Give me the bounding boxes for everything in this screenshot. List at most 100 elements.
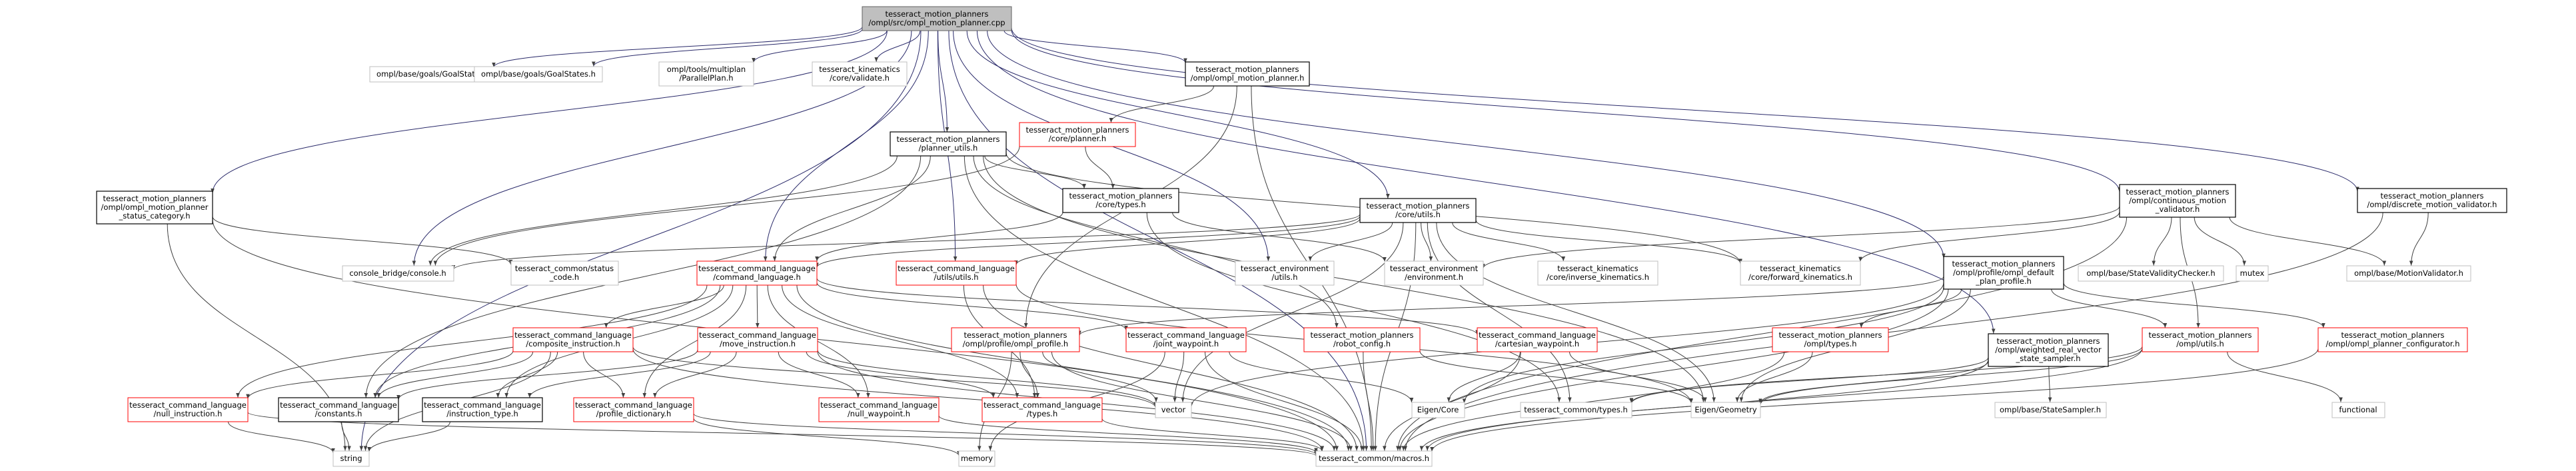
node-box xyxy=(332,450,370,467)
node-composite-instruction[interactable]: tesseract_command_language/composite_ins… xyxy=(512,327,634,352)
node-profile-dictionary[interactable]: tesseract_command_language/profile_dicti… xyxy=(573,397,694,422)
node-cl-utils[interactable]: tesseract_command_language/utils/utils.h xyxy=(896,260,1017,286)
node-cartesian-waypoint[interactable]: tesseract_command_language/cartesian_way… xyxy=(1477,327,1598,352)
node-box xyxy=(2142,327,2259,352)
node-planner-utils[interactable]: tesseract_motion_planners/planner_utils.… xyxy=(890,131,1007,157)
node-box xyxy=(1303,327,1421,352)
node-kin-validate[interactable]: tesseract_kinematics/core/validate.h xyxy=(812,61,908,87)
node-weighted-real-vector[interactable]: tesseract_motion_planners/ompl/weighted_… xyxy=(1988,333,2109,367)
edge-ompl-utils-to-functional xyxy=(2227,351,2343,402)
node-ompl-motion-planner-h[interactable]: tesseract_motion_planners/ompl/ompl_moti… xyxy=(1185,61,1310,87)
node-box xyxy=(818,397,940,422)
node-memory[interactable]: memory xyxy=(958,450,995,467)
node-label-line: tesseract_command_language xyxy=(129,400,247,410)
edge-ompl-utils-to-macros xyxy=(1425,348,2143,451)
node-macros[interactable]: tesseract_common/macros.h xyxy=(1315,450,1433,467)
node-robot-config[interactable]: tesseract_motion_planners/robot_config.h xyxy=(1303,327,1421,352)
node-constants[interactable]: tesseract_command_language/constants.h xyxy=(278,397,399,422)
node-common-types[interactable]: tesseract_common/types.h xyxy=(1520,402,1632,418)
node-label-line: ompl/base/StateValidityChecker.h xyxy=(2086,268,2215,278)
node-box xyxy=(1690,402,1761,418)
node-env-utils[interactable]: tesseract_environment/utils.h xyxy=(1235,260,1335,286)
node-label-line: /joint_waypoint.h xyxy=(1153,339,1219,348)
node-label-line: tesseract_command_language xyxy=(575,400,692,410)
node-label-line: tesseract_motion_planners xyxy=(1069,191,1173,201)
node-parallel-plan[interactable]: ompl/tools/multiplan/ParallelPlan.h xyxy=(658,61,754,87)
node-label-line: /robot_config.h xyxy=(1333,339,1391,348)
node-box xyxy=(1943,256,2064,290)
node-label-line: tesseract_motion_planners xyxy=(1196,65,1299,74)
node-label-line: memory xyxy=(961,454,993,463)
node-eigen-geometry[interactable]: Eigen/Geometry xyxy=(1690,402,1761,418)
node-eigen-core[interactable]: Eigen/Core xyxy=(1411,402,1465,418)
edge-null-instruction-to-macros xyxy=(247,412,1318,456)
edge-ompl-motion-planner-h-to-core-planner xyxy=(1109,85,1215,123)
node-label-line: ompl/base/goals/GoalState.h xyxy=(376,69,487,79)
node-ompl-profile[interactable]: tesseract_motion_planners/ompl/profile/o… xyxy=(951,327,1080,352)
node-label-line: tesseract_motion_planners xyxy=(2381,191,2484,201)
node-ompl-planner-configurator[interactable]: tesseract_motion_planners/ompl/ompl_plan… xyxy=(2317,327,2468,352)
node-continuous-validator[interactable]: tesseract_motion_planners/ompl/continuou… xyxy=(2119,184,2236,218)
node-box xyxy=(2119,184,2236,218)
edge-core-utils-to-eigen-geometry xyxy=(1436,222,1716,402)
node-label-line: /utils.h xyxy=(1272,272,1298,282)
node-state-validity-checker[interactable]: ompl/base/StateValidityChecker.h xyxy=(2078,265,2224,282)
node-label-line: /core/planner.h xyxy=(1049,134,1106,143)
node-ompl-types[interactable]: tesseract_motion_planners/ompl/types.h xyxy=(1772,327,1889,352)
node-goal-state[interactable]: ompl/base/goals/GoalState.h xyxy=(369,66,494,83)
node-label-line: /profile_dictionary.h xyxy=(596,409,672,418)
node-inverse-kinematics[interactable]: tesseract_kinematics/core/inverse_kinema… xyxy=(1537,260,1658,286)
edge-command-language-to-profile-dictionary xyxy=(642,284,747,398)
node-label-line: _validator.h xyxy=(2155,205,2200,214)
node-core-planner[interactable]: tesseract_motion_planners/core/planner.h xyxy=(1019,122,1136,147)
node-label-line: /ompl/src/ompl_motion_planner.cpp xyxy=(868,18,1005,27)
node-move-instruction[interactable]: tesseract_command_language/move_instruct… xyxy=(697,327,818,352)
edge-planner-utils-to-macros xyxy=(964,155,1366,451)
node-status-category[interactable]: tesseract_motion_planners/ompl/ompl_moti… xyxy=(96,191,213,225)
node-functional[interactable]: functional xyxy=(2331,402,2385,418)
node-box xyxy=(422,397,543,422)
node-instruction-type[interactable]: tesseract_command_language/instruction_t… xyxy=(422,397,543,422)
node-mutex[interactable]: mutex xyxy=(2236,265,2269,282)
node-root: tesseract_motion_planners/ompl/src/ompl_… xyxy=(862,6,1012,31)
node-core-types[interactable]: tesseract_motion_planners/core/types.h xyxy=(1062,188,1179,213)
node-joint-waypoint[interactable]: tesseract_command_language/joint_waypoin… xyxy=(1125,327,1247,352)
node-status-code[interactable]: tesseract_common/status_code.h xyxy=(510,260,619,286)
node-vector[interactable]: vector xyxy=(1155,402,1192,418)
edge-root-to-goal-state xyxy=(492,27,863,68)
edge-profile-dictionary-to-memory xyxy=(693,418,961,456)
node-motion-validator[interactable]: ompl/base/MotionValidator.h xyxy=(2346,265,2471,282)
edge-continuous-validator-to-forward-kinematics xyxy=(1858,211,2120,262)
edge-move-instruction-to-instruction-type xyxy=(528,351,711,398)
node-label-line: /environment.h xyxy=(1405,272,1463,282)
edge-ompl-utils-to-eigen-geometry xyxy=(1758,348,2143,405)
node-core-utils[interactable]: tesseract_motion_planners/core/utils.h xyxy=(1359,198,1477,223)
node-box xyxy=(1740,260,1861,286)
node-string[interactable]: string xyxy=(332,450,370,467)
edge-command-language-to-null-instruction xyxy=(236,284,708,398)
node-state-sampler[interactable]: ompl/base/StateSampler.h xyxy=(1994,402,2107,418)
node-forward-kinematics[interactable]: tesseract_kinematics/core/forward_kinema… xyxy=(1740,260,1861,286)
node-label-line: /ompl/discrete_motion_validator.h xyxy=(2367,200,2497,209)
node-ompl-default-plan-profile[interactable]: tesseract_motion_planners/ompl/profile/o… xyxy=(1943,256,2064,290)
node-cl-types[interactable]: tesseract_command_language/types.h xyxy=(981,397,1103,422)
edge-composite-instruction-to-vector xyxy=(632,346,1157,408)
node-ompl-utils[interactable]: tesseract_motion_planners/ompl/utils.h xyxy=(2142,327,2259,352)
node-env-environment[interactable]: tesseract_environment/environment.h xyxy=(1384,260,1484,286)
node-box xyxy=(1235,260,1335,286)
node-box xyxy=(1988,333,2109,367)
node-label-line: tesseract_common/status xyxy=(515,264,614,273)
node-command-language[interactable]: tesseract_command_language/command_langu… xyxy=(696,260,818,286)
node-box xyxy=(812,61,908,87)
node-box xyxy=(2357,188,2507,213)
node-null-waypoint[interactable]: tesseract_command_language/null_waypoint… xyxy=(818,397,940,422)
edge-root-to-ompl-default-plan-profile xyxy=(987,30,1946,258)
node-label-line: vector xyxy=(1161,405,1186,414)
node-discrete-validator[interactable]: tesseract_motion_planners/ompl/discrete_… xyxy=(2357,188,2507,213)
node-goal-states[interactable]: ompl/base/goals/GoalStates.h xyxy=(474,66,603,83)
edge-root-to-kin-validate xyxy=(874,30,921,63)
node-label-line: tesseract_motion_planners xyxy=(897,135,1000,144)
node-label-line: tesseract_command_language xyxy=(1127,330,1245,340)
node-null-instruction[interactable]: tesseract_command_language/null_instruct… xyxy=(127,397,249,422)
node-console[interactable]: console_bridge/console.h xyxy=(342,265,454,282)
